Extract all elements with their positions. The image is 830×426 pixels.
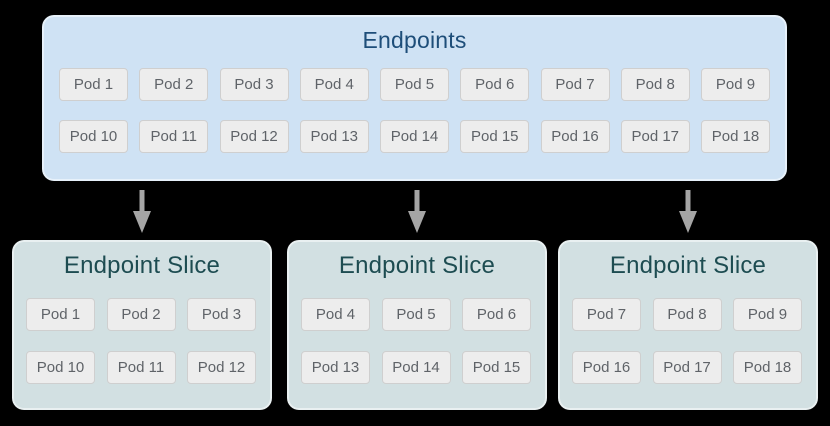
endpoint-slice-title: Endpoint Slice xyxy=(338,252,496,279)
pod-box: Pod 13 xyxy=(301,351,370,384)
pod-box: Pod 4 xyxy=(299,68,369,101)
pod-box: Pod 2 xyxy=(139,68,209,101)
pod-box: Pod 1 xyxy=(59,68,128,101)
pod-box: Pod 10 xyxy=(26,351,95,384)
pod-box: Pod 18 xyxy=(733,351,802,384)
endpoints-box: Endpoints Pod 1 Pod 2 Pod 3 Pod 4 Pod 5 … xyxy=(42,15,787,181)
slice-pod-row-1: Pod 1 Pod 2 Pod 3 xyxy=(26,298,256,331)
pod-box: Pod 10 xyxy=(59,120,128,153)
pod-box: Pod 1 xyxy=(26,298,95,331)
pod-box: Pod 14 xyxy=(381,351,451,384)
pod-box: Pod 7 xyxy=(572,298,641,331)
pod-box: Pod 3 xyxy=(219,68,289,101)
pod-box: Pod 11 xyxy=(139,120,209,153)
endpoints-pod-row-2: Pod 10 Pod 11 Pod 12 Pod 13 Pod 14 Pod 1… xyxy=(59,120,770,153)
pod-box: Pod 5 xyxy=(380,68,449,101)
endpoint-slice-box-1: Endpoint Slice Pod 1 Pod 2 Pod 3 Pod 10 … xyxy=(12,240,272,410)
pod-box: Pod 8 xyxy=(652,298,722,331)
pod-box: Pod 14 xyxy=(380,120,449,153)
pod-box: Pod 2 xyxy=(106,298,176,331)
pod-box: Pod 5 xyxy=(381,298,451,331)
endpoints-title: Endpoints xyxy=(362,27,467,53)
down-arrow-icon xyxy=(408,190,426,233)
pod-box: Pod 13 xyxy=(299,120,369,153)
pod-box: Pod 4 xyxy=(301,298,370,331)
endpoints-pod-row-1: Pod 1 Pod 2 Pod 3 Pod 4 Pod 5 Pod 6 Pod … xyxy=(59,68,770,101)
pod-box: Pod 12 xyxy=(187,351,256,384)
pod-box: Pod 3 xyxy=(187,298,256,331)
pod-box: Pod 17 xyxy=(652,351,722,384)
pod-box: Pod 6 xyxy=(460,68,530,101)
endpoint-slice-box-2: Endpoint Slice Pod 4 Pod 5 Pod 6 Pod 13 … xyxy=(287,240,547,410)
slice-pod-row-1: Pod 7 Pod 8 Pod 9 xyxy=(572,298,802,331)
slice-pod-row-2: Pod 16 Pod 17 Pod 18 xyxy=(572,351,802,384)
down-arrow-icon xyxy=(679,190,697,233)
pod-box: Pod 15 xyxy=(462,351,531,384)
pod-box: Pod 8 xyxy=(620,68,690,101)
pod-box: Pod 9 xyxy=(733,298,802,331)
endpoint-slice-title: Endpoint Slice xyxy=(63,252,221,279)
endpoint-slice-box-3: Endpoint Slice Pod 7 Pod 8 Pod 9 Pod 16 … xyxy=(558,240,818,410)
slice-pod-row-2: Pod 10 Pod 11 Pod 12 xyxy=(26,351,256,384)
pod-box: Pod 15 xyxy=(460,120,530,153)
pod-box: Pod 16 xyxy=(540,120,610,153)
pod-box: Pod 17 xyxy=(620,120,690,153)
slice-pod-row-2: Pod 13 Pod 14 Pod 15 xyxy=(301,351,531,384)
pod-box: Pod 12 xyxy=(219,120,289,153)
down-arrow-icon xyxy=(133,190,151,233)
endpoint-slice-title: Endpoint Slice xyxy=(609,252,767,279)
pod-box: Pod 11 xyxy=(106,351,176,384)
pod-box: Pod 16 xyxy=(572,351,641,384)
pod-box: Pod 7 xyxy=(540,68,610,101)
slice-pod-row-1: Pod 4 Pod 5 Pod 6 xyxy=(301,298,531,331)
pod-box: Pod 9 xyxy=(701,68,770,101)
pod-box: Pod 6 xyxy=(462,298,531,331)
pod-box: Pod 18 xyxy=(701,120,770,153)
